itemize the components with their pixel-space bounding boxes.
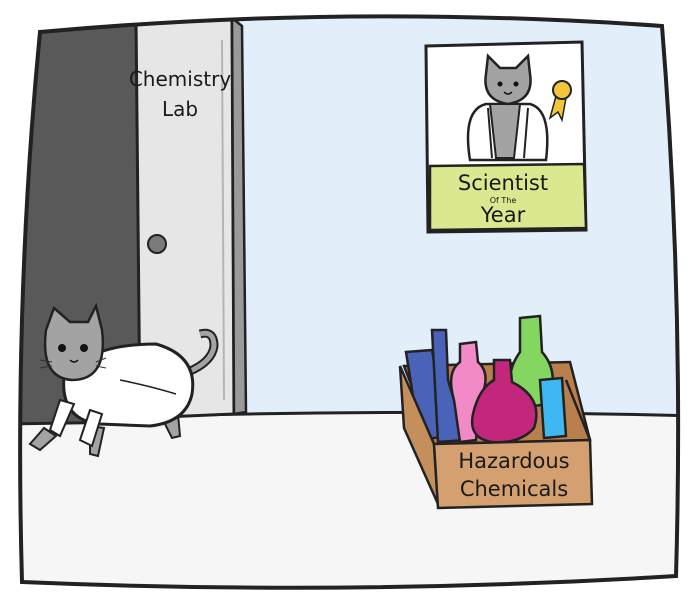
door-sign-line1: Chemistry [129, 67, 231, 91]
box-label-line1: Hazardous [458, 449, 569, 473]
poster-line2: Of The [490, 196, 517, 205]
panel-frame [18, 14, 681, 590]
hazardous-chemicals-box: Hazardous Chemicals [398, 314, 594, 510]
poster-line1: Scientist [458, 171, 548, 195]
poster-line3: Year [480, 203, 526, 227]
scientist-of-the-year-poster: Scientist Of The Year [424, 40, 588, 234]
door-edge [230, 16, 248, 416]
cat-icon [466, 53, 549, 162]
door-knob[interactable] [147, 234, 167, 254]
ribbon-award-icon [548, 80, 572, 123]
flask-icon [404, 314, 568, 444]
lab-coat-cat [28, 302, 219, 458]
door-sign-line2: Lab [162, 97, 198, 121]
floor [20, 412, 679, 588]
box-label-line2: Chemicals [460, 477, 568, 501]
